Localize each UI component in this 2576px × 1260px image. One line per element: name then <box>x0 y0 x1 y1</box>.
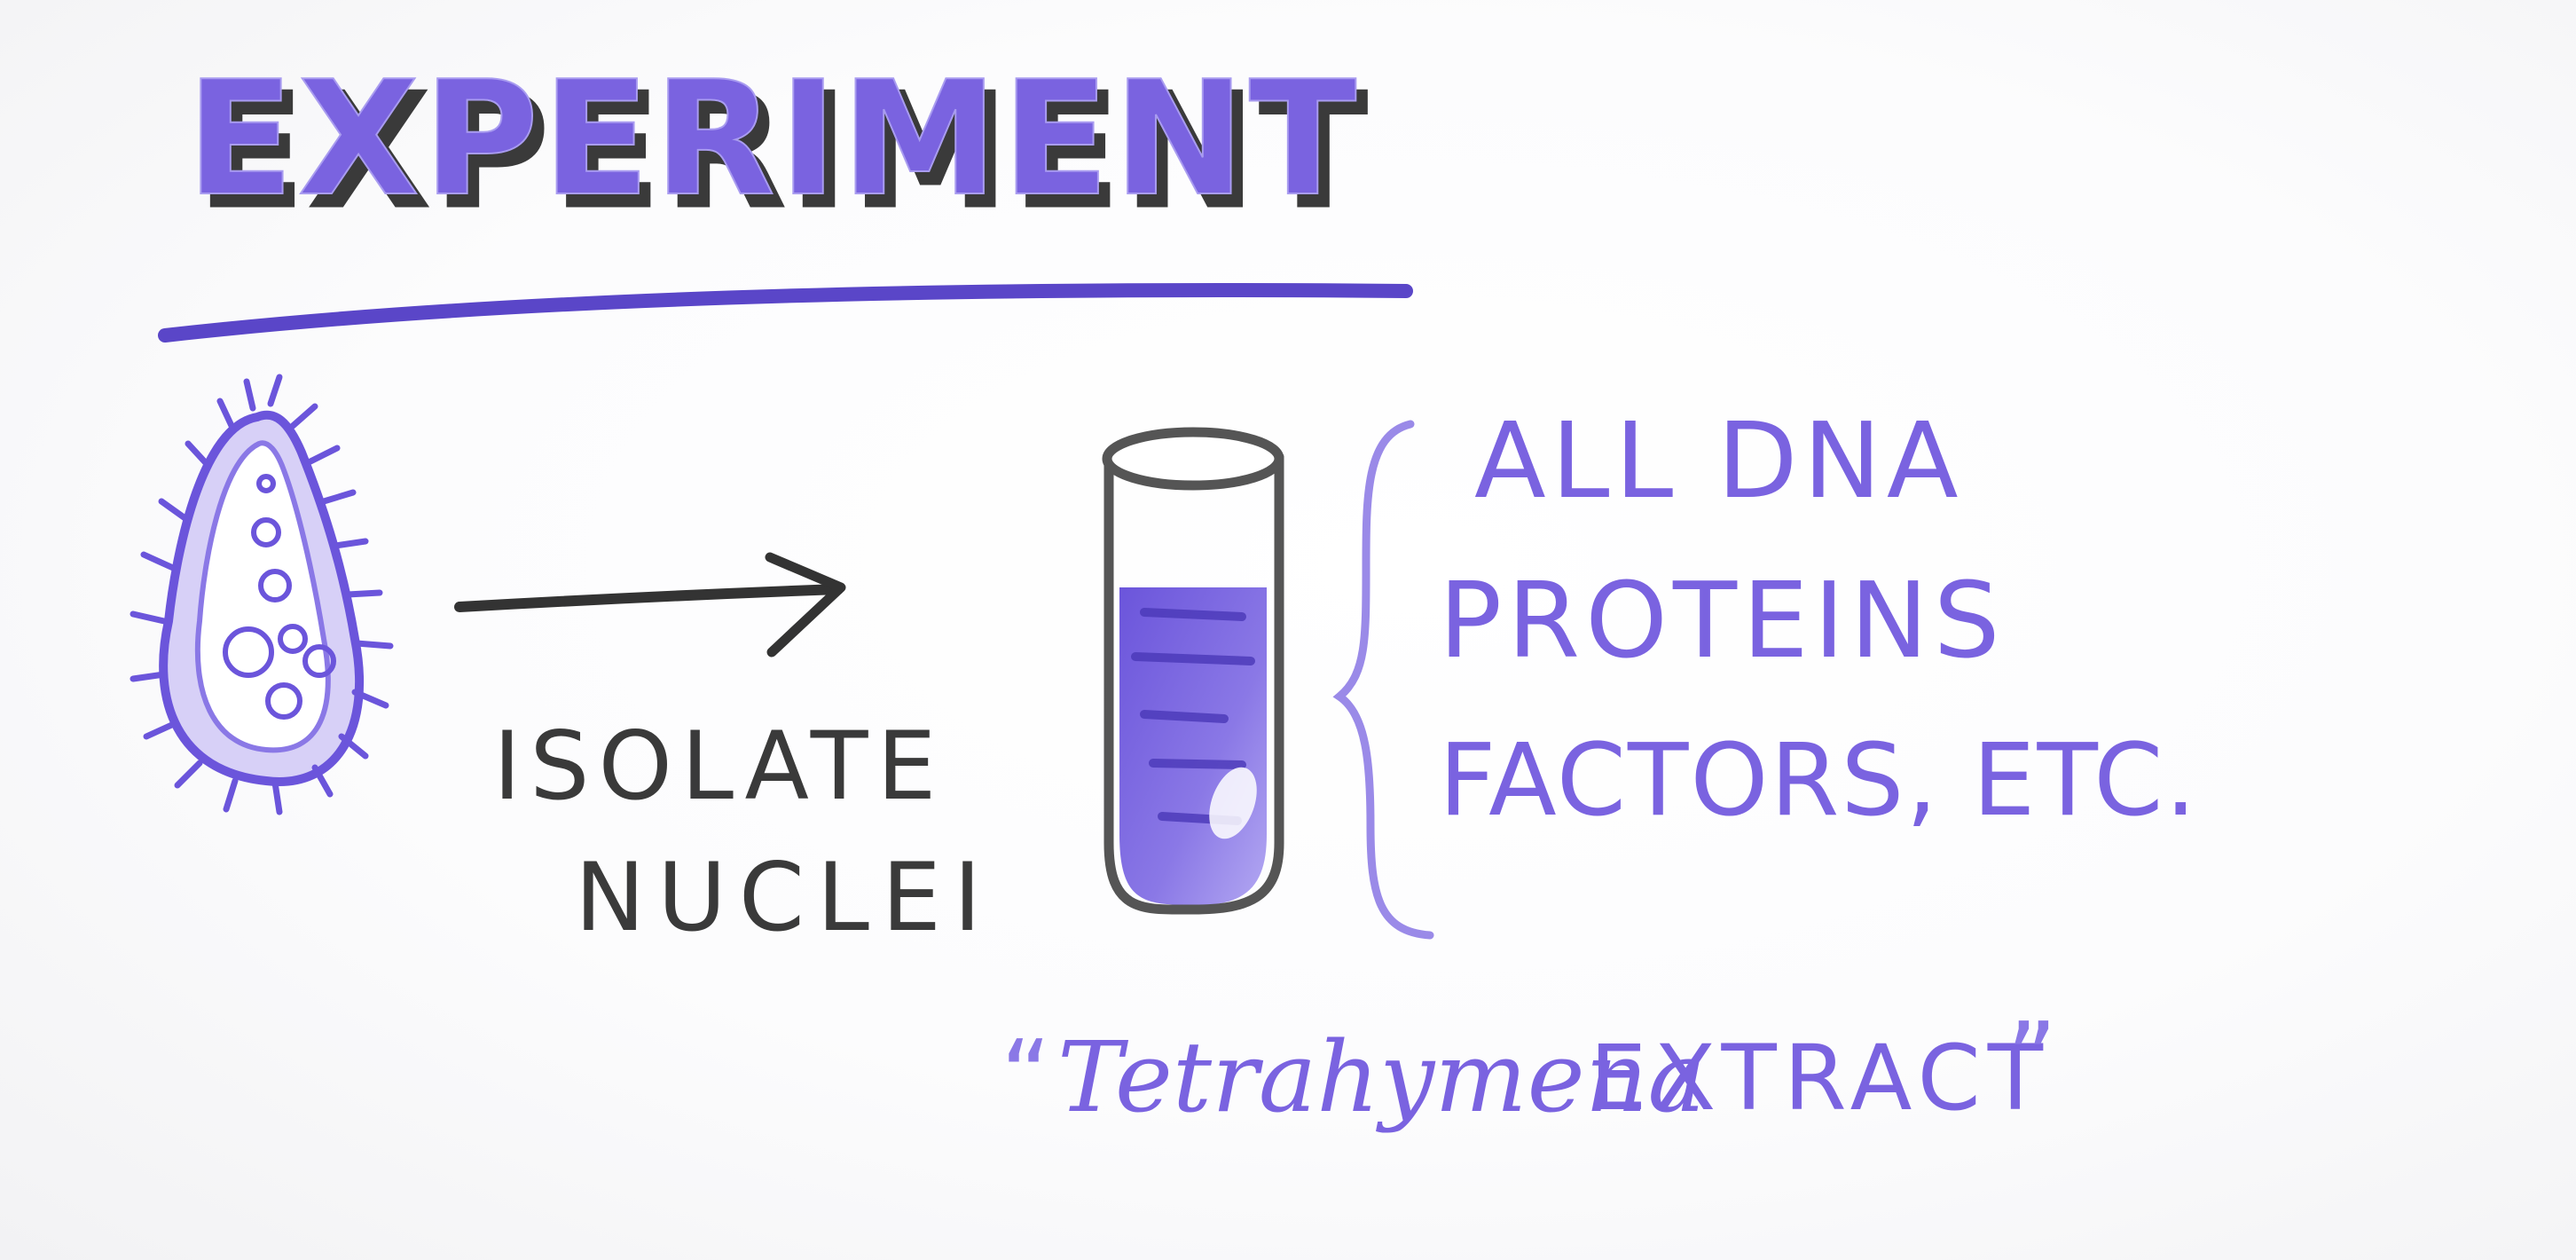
contents-list: ALL DNA PROTEINS FACTORS, ETC. <box>1439 399 2198 839</box>
caption-open-quote: “ <box>1001 1019 1051 1132</box>
page-title: EXPERIMENT EXPERIMENT <box>185 46 1370 245</box>
contents-item: PROTEINS <box>1439 559 2006 681</box>
contents-item: FACTORS, ETC. <box>1439 723 2198 839</box>
right-arrow-icon <box>454 552 846 658</box>
step-label-line1: ISOLATE <box>493 712 945 821</box>
title-underline <box>158 283 1413 343</box>
caption-close-quote: ” <box>2007 1001 2057 1114</box>
ciliate-cell-icon <box>130 374 394 815</box>
step-label: ISOLATE NUCLEI <box>493 712 993 952</box>
page-title-text: EXPERIMENT <box>186 47 1360 231</box>
test-tube-icon <box>1102 427 1284 915</box>
step-label-line2: NUCLEI <box>575 843 993 952</box>
caption-word: EXTRACT <box>1590 1026 2050 1131</box>
page-title-shadow: EXPERIMENT <box>197 59 1370 243</box>
contents-item: ALL DNA <box>1474 399 1964 522</box>
caption-organism: Tetrahymena <box>1057 1020 1706 1134</box>
left-curly-brace-icon <box>1332 420 1434 940</box>
caption: “ Tetrahymena EXTRACT ” <box>1001 1001 2057 1134</box>
